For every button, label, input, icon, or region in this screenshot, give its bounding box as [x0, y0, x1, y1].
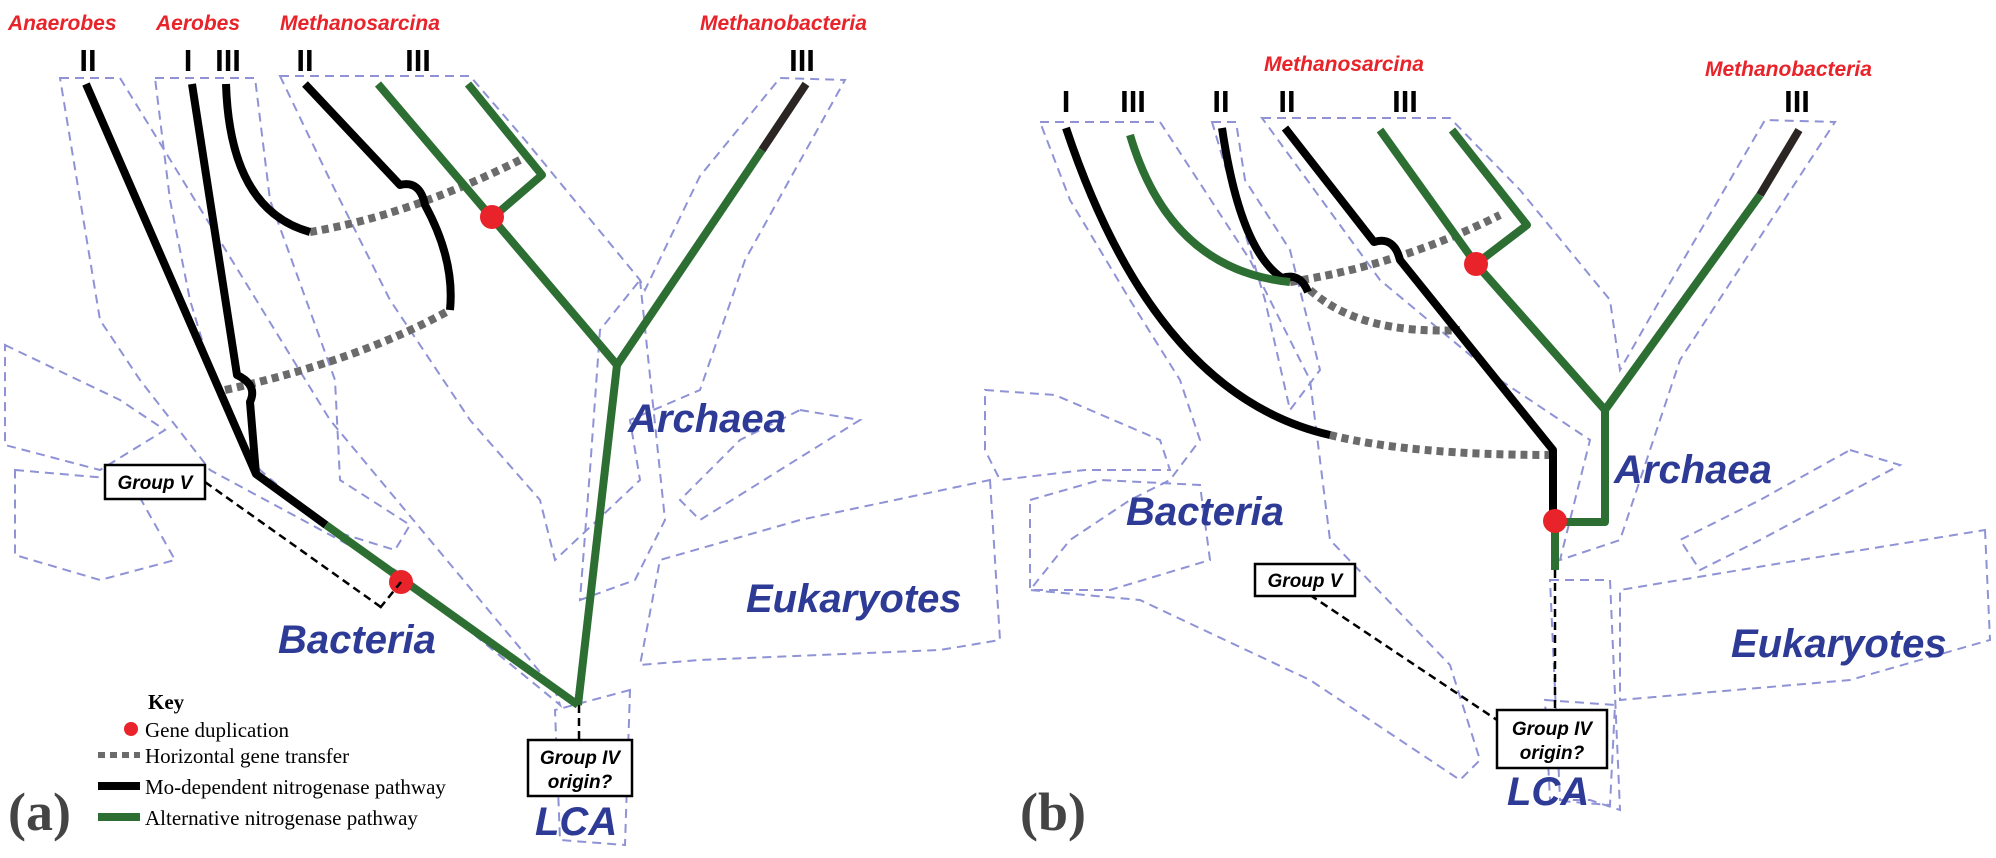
group-numeral: II: [1212, 84, 1229, 119]
group-v-connector: [379, 581, 402, 609]
alt-pathway-branch: [1126, 133, 1291, 286]
lca-label: LCA: [1507, 770, 1589, 814]
group-numeral: I: [1062, 84, 1071, 119]
group-numeral: II: [79, 43, 96, 78]
legend-duplication-label: Gene duplication: [145, 718, 290, 742]
group-iv-label: Group IV: [540, 748, 622, 769]
archaea-outline: [578, 277, 667, 602]
bacteria-outline: [1028, 121, 1482, 782]
mo-pathway-branch: [222, 83, 312, 236]
legend-alt-label: Alternative nitrogenase pathway: [145, 806, 418, 830]
methanosarcina-outline: [1260, 117, 1837, 562]
panel-a-mo-paths: [82, 81, 810, 529]
group-numeral: II: [1278, 84, 1295, 119]
group-numeral: III: [215, 43, 241, 78]
group-v-connector: [1309, 593, 1498, 722]
panel-b: Group V Group IV origin? Methanosarcina …: [984, 53, 1992, 842]
archaea-label: Archaea: [627, 397, 786, 441]
group-iv-box: [526, 738, 634, 798]
alt-pathway-branch: [1448, 127, 1531, 268]
methanosarcina-outline: [278, 75, 847, 562]
archaea-label: Archaea: [1613, 448, 1772, 492]
hgt-path: [309, 156, 522, 236]
alt-pathway-branch: [323, 521, 581, 709]
bacteria-branch-outline-left: [984, 388, 1172, 482]
legend-mo-label: Mo-dependent nitrogenase pathway: [145, 775, 446, 799]
panel-b-tree-outline: [984, 117, 1992, 812]
hgt-path: [1329, 431, 1553, 459]
legend-hgt-label: Horizontal gene transfer: [145, 744, 349, 768]
archaea-branch-outline: [1678, 448, 1903, 572]
gene-duplication-marker: [480, 205, 504, 229]
eukaryotes-label: Eukaryotes: [746, 577, 962, 621]
group-iv-label: Group IV: [1512, 719, 1594, 740]
group-v-connector: [204, 480, 386, 612]
panel-a-label: (a): [8, 782, 71, 842]
group-iv-box: [1495, 708, 1609, 770]
eukaryotes-outline: [1619, 528, 1992, 702]
eukaryotes-label: Eukaryotes: [1731, 622, 1947, 666]
alt-pathway-branch: [613, 147, 766, 368]
panel-a-alt-paths: [323, 81, 766, 709]
group-numeral: III: [1120, 84, 1146, 119]
hgt-path: [224, 306, 452, 394]
group-numeral: III: [405, 43, 431, 78]
mo-pathway-branch: [1281, 125, 1557, 520]
group-numeral: III: [1392, 84, 1418, 119]
group-v-box: [103, 463, 207, 501]
mo-pathway-branch: [1218, 127, 1312, 294]
methanobacteria-label: Methanobacteria: [700, 12, 867, 35]
alt-pathway-branch: [1376, 127, 1609, 570]
methanosarcina-label: Methanosarcina: [1264, 53, 1424, 76]
bacteria-group-ii-outline: [1210, 121, 1322, 413]
mo-pathway-branch: [1062, 126, 1331, 439]
archaea-branch-outline: [678, 408, 863, 522]
alt-pathway-branch: [464, 81, 546, 222]
panel-a: Group V Group IV origin? Anaerobes Aerob…: [4, 12, 1002, 847]
group-iv-origin-label: origin?: [548, 772, 613, 793]
aerobes-label: Aerobes: [155, 12, 240, 35]
group-numeral: III: [1784, 84, 1810, 119]
alt-pathway-branch: [374, 81, 621, 706]
legend-duplication-swatch: [124, 722, 138, 736]
bacteria-branch-outline-left: [4, 343, 167, 472]
bacteria-label: Bacteria: [278, 618, 436, 662]
group-v-label: Group V: [118, 473, 194, 494]
panel-a-hgt-paths: [224, 156, 522, 394]
methanobacteria-tip: [758, 81, 810, 153]
legend-title: Key: [148, 690, 185, 714]
group-v-box: [1253, 562, 1357, 598]
methanosarcina-label: Methanosarcina: [280, 12, 440, 35]
anaerobes-label: Anaerobes: [7, 12, 117, 35]
bacteria-branch-outline-lower: [1029, 478, 1212, 591]
gene-duplication-marker: [1464, 252, 1488, 276]
panel-b-mo-paths: [1062, 125, 1803, 520]
bacteria-label: Bacteria: [1126, 490, 1284, 534]
alt-pathway-branch: [1601, 192, 1764, 413]
group-iv-origin-label: origin?: [1520, 743, 1585, 764]
panel-b-label: (b): [1020, 782, 1086, 842]
lca-label: LCA: [535, 800, 617, 844]
hgt-path: [1307, 287, 1461, 335]
anaerobes-outline: [58, 77, 563, 709]
mo-pathway-branch: [188, 83, 260, 475]
archaea-trunk-outline: [1548, 579, 1622, 812]
group-numeral: II: [296, 43, 313, 78]
methanobacteria-tip: [1756, 127, 1803, 198]
eukaryotes-outline: [638, 478, 1002, 667]
group-numeral: I: [184, 43, 193, 78]
group-v-label: Group V: [1268, 571, 1344, 592]
gene-duplication-marker: [1543, 509, 1567, 533]
panel-b-hgt-paths: [1289, 211, 1553, 459]
methanobacteria-label: Methanobacteria: [1705, 58, 1872, 81]
group-numeral: III: [789, 43, 815, 78]
legend: Key Gene duplication Horizontal gene tra…: [98, 690, 446, 830]
mo-pathway-branch: [302, 81, 455, 311]
